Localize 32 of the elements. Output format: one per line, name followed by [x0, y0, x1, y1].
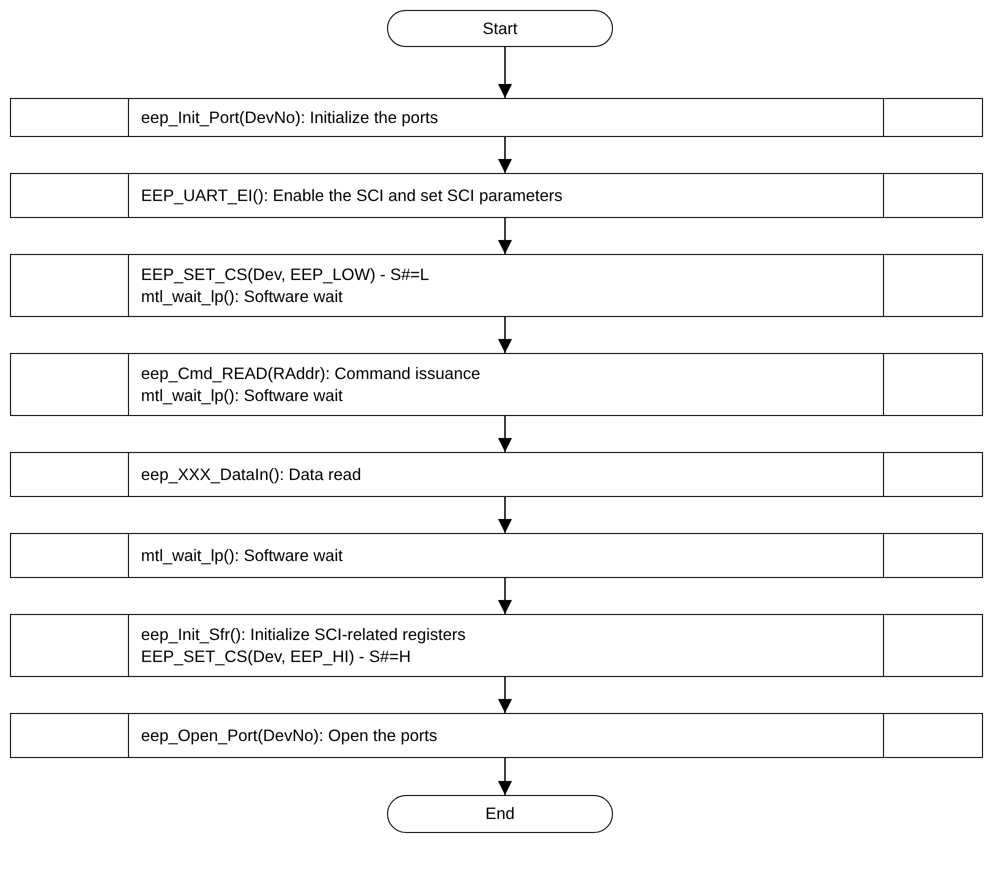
arrow: [498, 758, 512, 795]
step-text: eep_Open_Port(DevNo): Open the ports: [141, 726, 438, 746]
step-text: Start: [482, 18, 518, 40]
arrow: [498, 47, 512, 98]
arrow: [498, 416, 512, 452]
arrow: [498, 497, 512, 533]
step-text: End: [485, 804, 515, 825]
arrow: [498, 218, 512, 254]
predefined-process-box: [10, 254, 983, 317]
step-text: eep_Init_Port(DevNo): Initialize the ports: [141, 108, 440, 128]
arrow: [498, 578, 512, 614]
arrow: [498, 137, 512, 173]
step-text: mtl_wait_lp(): Software wait: [141, 286, 344, 308]
predefined-process-box: [10, 173, 983, 218]
arrow: [498, 677, 512, 713]
predefined-process-box: [10, 614, 983, 677]
terminal-shape: [387, 10, 613, 47]
terminal-shape: [387, 795, 613, 833]
step-text: EEP_UART_EI(): Enable the SCI and set SCI parameters: [141, 186, 564, 206]
step-text: EEP_SET_CS(Dev, EEP_HI) - S#=H: [141, 646, 412, 668]
predefined-process-box: [10, 353, 983, 416]
predefined-process-box: [10, 452, 983, 497]
step-text: mtl_wait_lp(): Software wait: [141, 386, 344, 406]
predefined-process-box: [10, 533, 983, 578]
step-text: mtl_wait_lp(): Software wait: [141, 546, 344, 566]
predefined-process-box: [10, 98, 983, 137]
predefined-process-box: [10, 713, 983, 758]
step-text: eep_Cmd_READ(RAddr): Command issuance: [141, 364, 482, 384]
arrow: [498, 317, 512, 353]
step-text: eep_Init_Sfr(): Initialize SCI-related registers: [141, 624, 467, 646]
step-text: eep_XXX_DataIn(): Data read: [141, 464, 362, 486]
step-text: EEP_SET_CS(Dev, EEP_LOW) - S#=L: [141, 264, 430, 286]
